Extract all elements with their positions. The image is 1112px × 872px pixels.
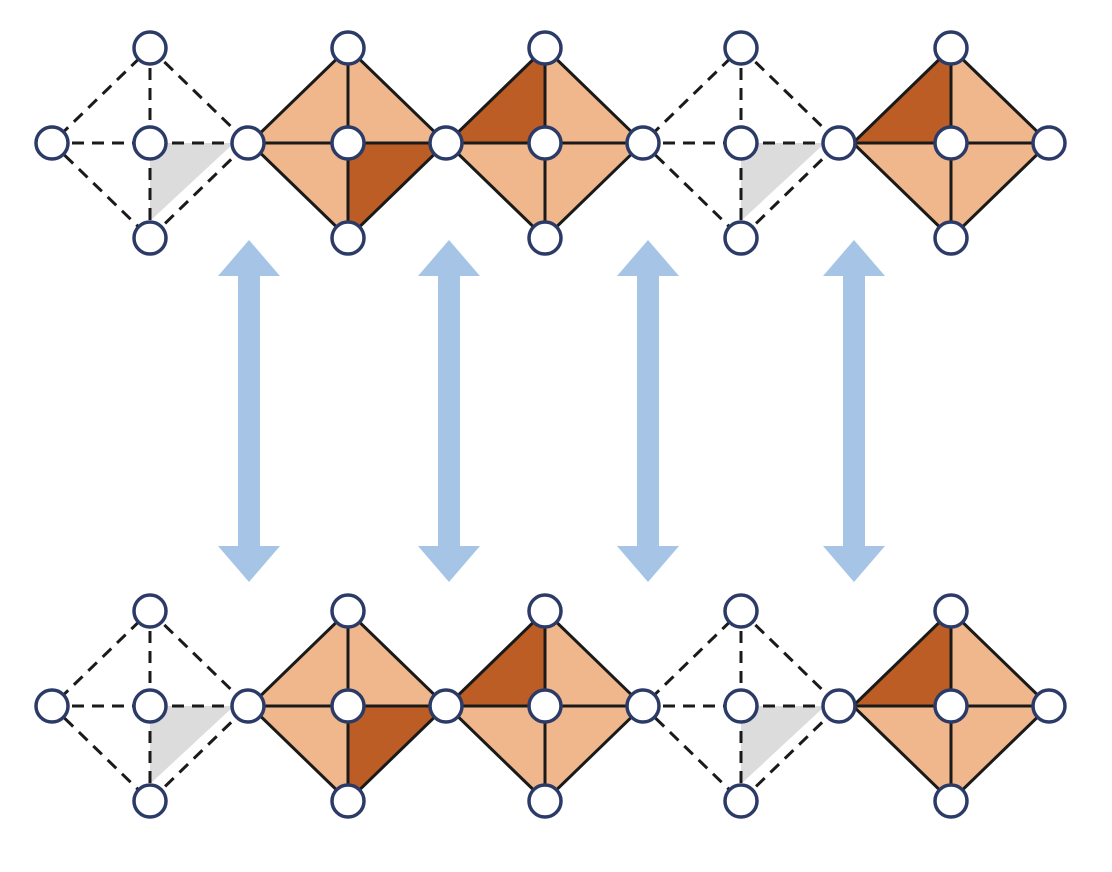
atom — [428, 688, 464, 724]
atom — [330, 220, 366, 256]
atom — [132, 30, 168, 66]
double-arrow-3 — [617, 240, 679, 582]
atom — [527, 688, 563, 724]
atom — [933, 593, 969, 629]
atoms — [34, 30, 1067, 256]
atom — [132, 783, 168, 819]
double-arrow-1 — [218, 240, 280, 582]
atom — [723, 30, 759, 66]
atom — [625, 688, 661, 724]
double-arrow-2 — [418, 240, 480, 582]
arrows-layer — [218, 240, 885, 582]
octahedron-filled-3 — [850, 608, 1052, 804]
atom — [330, 783, 366, 819]
atom — [527, 783, 563, 819]
octahedron-vacant-1 — [49, 45, 251, 241]
bottom-chain — [34, 593, 1067, 819]
atom — [723, 593, 759, 629]
top-chain — [34, 30, 1067, 256]
atom — [34, 125, 70, 161]
atom — [723, 688, 759, 724]
atom — [1031, 688, 1067, 724]
atom — [132, 593, 168, 629]
vacant-shade — [741, 706, 825, 784]
atom — [34, 688, 70, 724]
vacant-outline — [49, 608, 251, 804]
atom — [933, 220, 969, 256]
double-arrow-4 — [823, 240, 885, 582]
atom — [330, 125, 366, 161]
vacant-outline — [640, 45, 842, 241]
atom — [1031, 125, 1067, 161]
atom — [933, 125, 969, 161]
atom — [933, 688, 969, 724]
vacant-shade — [150, 706, 234, 784]
atom — [527, 125, 563, 161]
atom — [933, 30, 969, 66]
octahedron-vacant-2 — [640, 608, 842, 804]
atom — [527, 30, 563, 66]
vacant-shade — [741, 143, 825, 221]
atoms — [34, 593, 1067, 819]
atom — [723, 783, 759, 819]
atom — [230, 125, 266, 161]
octahedron-filled-1 — [247, 608, 449, 804]
atom — [330, 593, 366, 629]
atom — [527, 593, 563, 629]
octahedron-vacant-1 — [49, 608, 251, 804]
octahedron-filled-3 — [850, 45, 1052, 241]
vacant-outline — [49, 45, 251, 241]
atom — [723, 220, 759, 256]
vacant-shade — [150, 143, 234, 221]
atom — [933, 783, 969, 819]
atom — [132, 688, 168, 724]
vacant-outline — [640, 608, 842, 804]
octahedron-vacant-2 — [640, 45, 842, 241]
atom — [428, 125, 464, 161]
atom — [527, 220, 563, 256]
atom — [230, 688, 266, 724]
atom — [821, 125, 857, 161]
atom — [625, 125, 661, 161]
atom — [330, 688, 366, 724]
atom — [132, 125, 168, 161]
atom — [330, 30, 366, 66]
atom — [132, 220, 168, 256]
atom — [821, 688, 857, 724]
octahedron-filled-2 — [444, 608, 646, 804]
atom — [723, 125, 759, 161]
